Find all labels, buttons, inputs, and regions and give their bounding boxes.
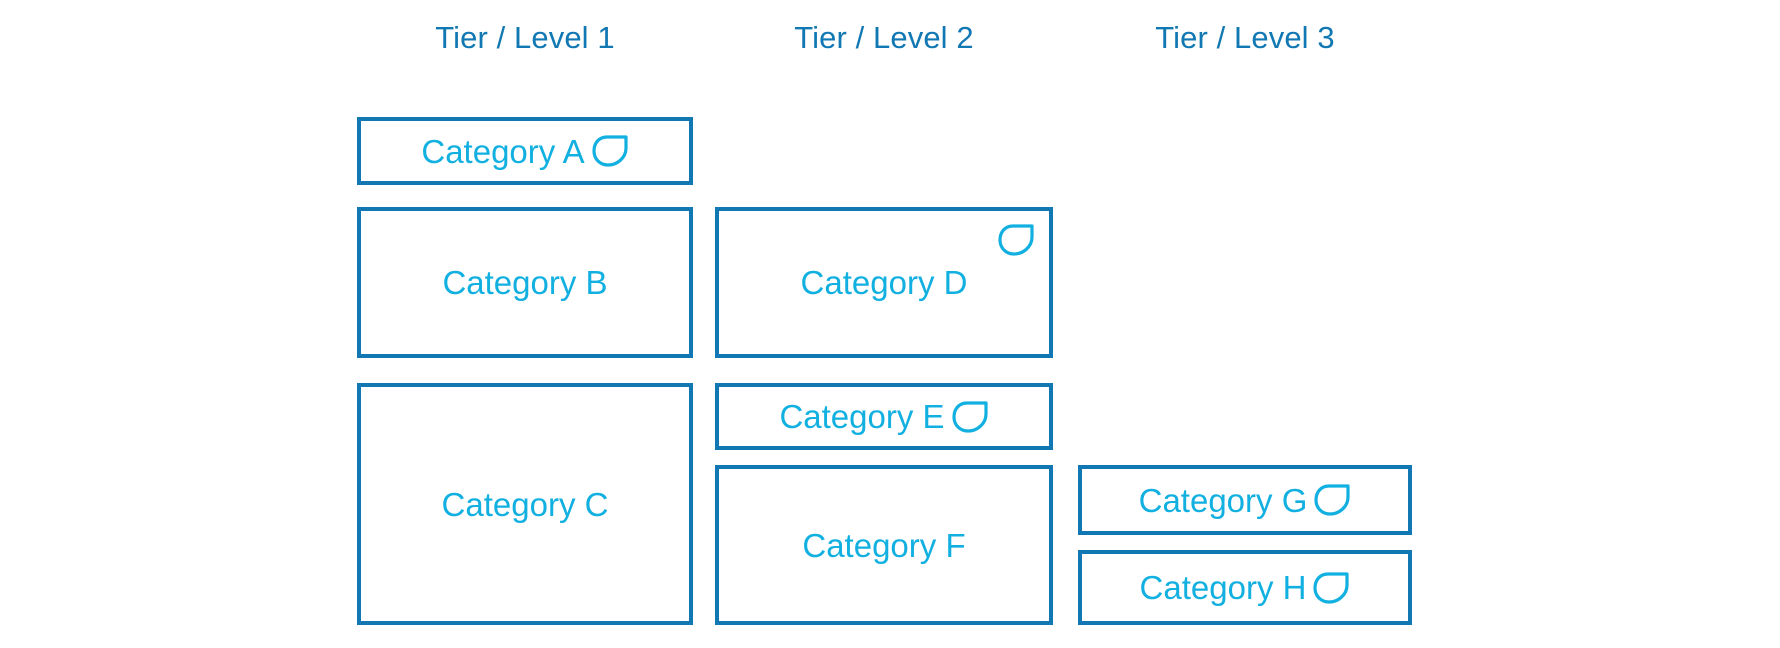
category-h-content: Category H	[1140, 571, 1351, 605]
category-box-b[interactable]: Category B	[357, 207, 693, 358]
leaf-icon	[951, 400, 989, 434]
category-box-g[interactable]: Category G	[1078, 465, 1412, 535]
category-a-label: Category A	[421, 132, 585, 170]
leaf-icon	[1312, 571, 1350, 605]
category-e-label: Category E	[779, 398, 945, 435]
column-header-tier-2: Tier / Level 2	[794, 20, 974, 55]
category-box-h[interactable]: Category H	[1078, 550, 1412, 625]
category-box-d[interactable]: Category D	[715, 207, 1053, 358]
category-e-content: Category E	[779, 400, 988, 434]
category-box-c[interactable]: Category C	[357, 383, 693, 625]
leaf-icon	[997, 223, 1035, 257]
category-f-label: Category F	[802, 526, 966, 564]
leaf-icon	[591, 134, 629, 168]
column-header-tier-3: Tier / Level 3	[1155, 20, 1335, 55]
category-h-label: Category H	[1139, 569, 1307, 606]
category-a-content: Category A	[421, 134, 628, 168]
category-d-label: Category D	[800, 264, 968, 301]
column-header-tier-1: Tier / Level 1	[435, 20, 615, 55]
category-box-a[interactable]: Category A	[357, 117, 693, 185]
category-d-content: Category D	[801, 266, 968, 299]
category-b-label: Category B	[442, 264, 608, 301]
category-box-f[interactable]: Category F	[715, 465, 1053, 625]
category-b-content: Category B	[442, 266, 607, 299]
category-c-content: Category C	[442, 488, 609, 521]
category-box-e[interactable]: Category E	[715, 383, 1053, 450]
category-c-label: Category C	[441, 485, 609, 523]
category-g-content: Category G	[1139, 483, 1352, 517]
category-g-label: Category G	[1138, 481, 1308, 519]
leaf-icon	[1313, 483, 1351, 517]
category-f-content: Category F	[802, 529, 965, 562]
